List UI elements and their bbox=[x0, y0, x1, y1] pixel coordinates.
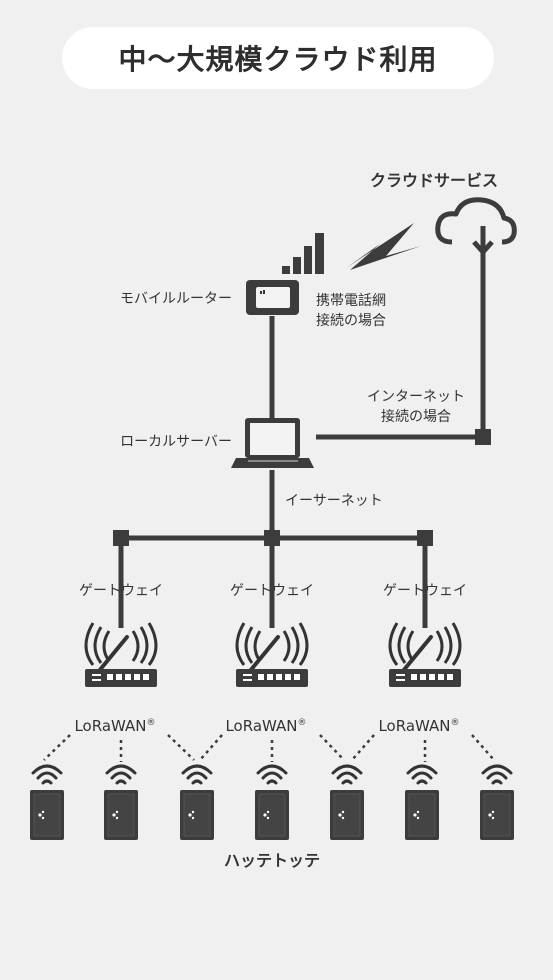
local-server-label: ローカルサーバー bbox=[120, 434, 232, 450]
gateway-label-2: ゲートウェイ bbox=[230, 583, 314, 599]
mobile-router-label: モバイルルーター bbox=[120, 291, 232, 307]
device-icon-6 bbox=[404, 789, 440, 841]
wifi-icon-3 bbox=[181, 764, 213, 785]
hattetotte-label: ハッテトッテ bbox=[224, 851, 320, 870]
junction-right bbox=[417, 530, 433, 546]
wifi-icon-4 bbox=[256, 764, 288, 785]
lorawan-links bbox=[43, 734, 495, 762]
ethernet-label: イーサーネット bbox=[285, 493, 383, 509]
device-icon-5 bbox=[329, 789, 365, 841]
junction-left bbox=[113, 530, 129, 546]
gateway-label-1: ゲートウェイ bbox=[79, 583, 163, 599]
cloud-service-label: クラウドサービス bbox=[370, 171, 498, 190]
lorawan-label-1: LoRaWAN® bbox=[74, 717, 155, 735]
junction-center bbox=[264, 530, 280, 546]
wifi-icon-1 bbox=[31, 764, 63, 785]
lightning-icon bbox=[346, 223, 421, 270]
mobile-connection-label-2: 接続の場合 bbox=[316, 312, 386, 329]
wifi-icon-5 bbox=[331, 764, 363, 785]
wires bbox=[118, 252, 486, 628]
junction-internet bbox=[475, 429, 491, 445]
mobile-connection-label-1: 携帯電話網 bbox=[316, 292, 386, 309]
wifi-icon-7 bbox=[481, 764, 513, 785]
gateway-icon-3 bbox=[387, 621, 463, 689]
lorawan-label-3: LoRaWAN® bbox=[378, 717, 459, 735]
device-icon-2 bbox=[103, 789, 139, 841]
internet-connection-label-2: 接続の場合 bbox=[381, 408, 451, 425]
device-icon-1 bbox=[29, 789, 65, 841]
lorawan-label-2: LoRaWAN® bbox=[225, 717, 306, 735]
device-icon-4 bbox=[254, 789, 290, 841]
internet-connection-label-1: インターネット bbox=[367, 389, 465, 405]
wifi-icon-6 bbox=[406, 764, 438, 785]
mobile-router-icon bbox=[246, 280, 299, 315]
cloud-download-icon bbox=[435, 197, 517, 256]
device-icon-7 bbox=[479, 789, 515, 841]
title-pill: 中〜大規模クラウド利用 bbox=[62, 27, 494, 89]
gateway-icon-1 bbox=[83, 621, 159, 689]
signal-bars-icon bbox=[282, 233, 324, 274]
page-title: 中〜大規模クラウド利用 bbox=[118, 43, 438, 76]
device-icon-3 bbox=[179, 789, 215, 841]
laptop-icon bbox=[231, 418, 314, 468]
wifi-icon-2 bbox=[105, 764, 137, 785]
gateway-label-3: ゲートウェイ bbox=[383, 583, 467, 599]
gateway-icon-2 bbox=[234, 621, 310, 689]
